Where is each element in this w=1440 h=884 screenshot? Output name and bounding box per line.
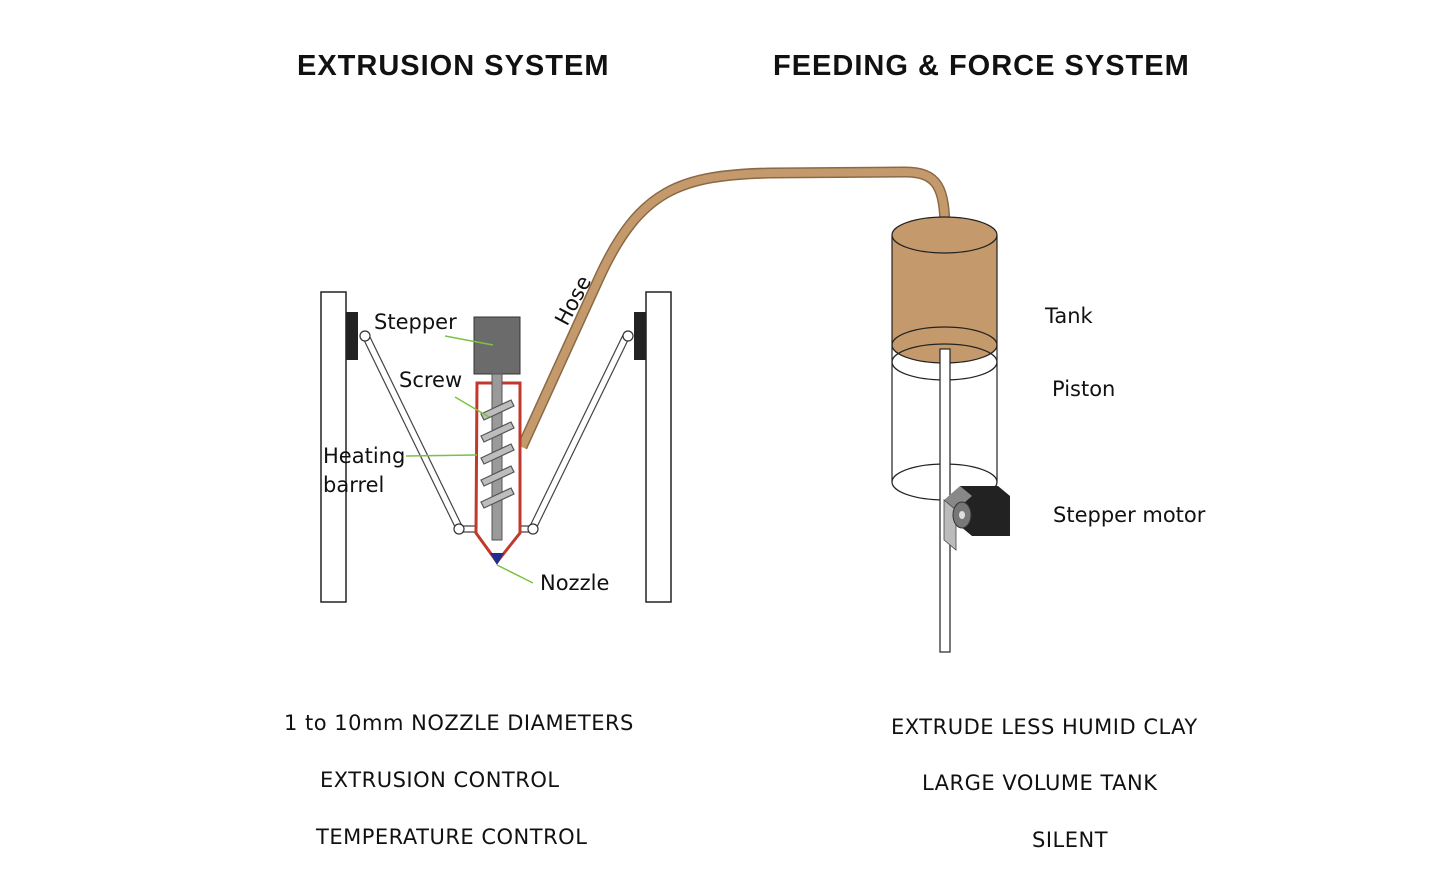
label-piston: Piston [1052,377,1115,401]
right-arm-joint-bottom [527,523,539,535]
extrusion-system-heading: EXTRUSION SYSTEM [297,50,610,82]
label-stepper: Stepper [374,310,457,334]
right-arm-joint-top [622,330,634,342]
feature-large-volume-tank: LARGE VOLUME TANK [922,771,1158,795]
label-heating: Heating [323,444,405,468]
delta-arms [362,334,630,533]
left-frame-column [320,291,347,603]
feeding-force-system-heading: FEEDING & FORCE SYSTEM [773,50,1190,82]
feature-silent: SILENT [1032,828,1109,852]
label-screw: Screw [399,368,462,392]
feature-extrusion-control: EXTRUSION CONTROL [320,768,560,792]
right-frame-column [645,291,672,603]
nozzle-tip [490,553,504,565]
stepper-motor [943,486,1010,551]
label-stepper-motor: Stepper motor [1053,503,1206,527]
extruder-stepper [473,316,521,375]
feature-nozzle-diameters: 1 to 10mm NOZZLE DIAMETERS [284,711,634,735]
feature-less-humid-clay: EXTRUDE LESS HUMID CLAY [891,715,1198,739]
feature-temperature-control: TEMPERATURE CONTROL [316,825,588,849]
label-tank: Tank [1044,304,1094,328]
screw-flights [480,399,515,509]
hose [518,167,949,449]
label-nozzle: Nozzle [540,571,609,595]
right-carriage-block [634,312,646,360]
left-carriage-block [346,312,358,360]
left-arm-joint-top [359,330,371,342]
tank-clay-top [891,216,998,254]
left-arm-joint-bottom [453,523,465,535]
label-barrel: barrel [323,473,384,497]
leader-lines [405,335,534,584]
